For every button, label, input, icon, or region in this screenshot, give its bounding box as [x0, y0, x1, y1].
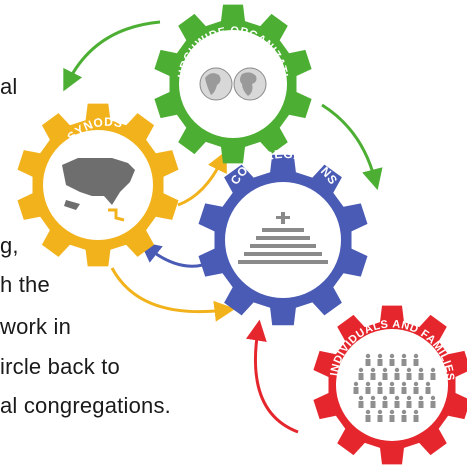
- person-icon: [377, 409, 383, 415]
- person-icon: [358, 373, 364, 380]
- person-icon: [370, 401, 376, 408]
- person-icon: [365, 387, 371, 394]
- person-icon: [401, 381, 407, 387]
- person-icon: [418, 401, 424, 408]
- person-icon: [382, 401, 388, 408]
- person-icon: [430, 401, 436, 408]
- person-icon: [401, 387, 407, 394]
- person-icon: [377, 387, 383, 394]
- person-icon: [389, 353, 395, 359]
- person-icon: [353, 381, 359, 387]
- person-icon: [389, 381, 395, 387]
- person-icon: [413, 353, 419, 359]
- person-icon: [365, 381, 371, 387]
- person-icon: [406, 395, 412, 401]
- us-map-icon: [62, 158, 135, 222]
- person-icon: [418, 373, 424, 380]
- person-icon: [382, 367, 388, 373]
- people-crowd-icon: [353, 353, 436, 422]
- person-icon: [425, 387, 431, 394]
- person-icon: [394, 373, 400, 380]
- arrow-churchwide-to-congregations: [321, 103, 383, 191]
- body-text-line-1: al: [0, 74, 18, 99]
- person-icon: [370, 395, 376, 401]
- person-icon: [377, 415, 383, 422]
- body-text-line-6: al congregations.: [0, 393, 171, 418]
- person-icon: [389, 415, 395, 422]
- person-icon: [365, 409, 371, 415]
- gear-synods: SYNODS: [17, 103, 179, 267]
- person-icon: [382, 373, 388, 380]
- person-icon: [401, 353, 407, 359]
- cycle-arrows: [63, 20, 383, 434]
- person-icon: [430, 367, 436, 373]
- person-icon: [389, 409, 395, 415]
- person-icon: [365, 353, 371, 359]
- person-icon: [365, 359, 371, 366]
- person-icon: [413, 415, 419, 422]
- arrow-synods-to-congregations-upper: [177, 150, 227, 207]
- person-icon: [394, 395, 400, 401]
- arrow-synods-to-congregations-lower: [110, 267, 236, 322]
- person-icon: [413, 387, 419, 394]
- person-icon: [377, 359, 383, 366]
- person-icon: [413, 409, 419, 415]
- person-icon: [406, 373, 412, 380]
- person-icon: [394, 401, 400, 408]
- person-icon: [370, 373, 376, 380]
- gear-individuals-and-families: INDIVIDUALS AND FAMILIES: [313, 305, 467, 465]
- gear-churchwide-organization: CHURCHWIDE ORGANIZATION: [0, 0, 312, 164]
- person-icon: [358, 395, 364, 401]
- person-icon: [358, 401, 364, 408]
- person-icon: [406, 401, 412, 408]
- body-text-line-2: g,: [0, 233, 19, 258]
- person-icon: [353, 387, 359, 394]
- person-icon: [401, 359, 407, 366]
- person-icon: [413, 359, 419, 366]
- person-icon: [401, 415, 407, 422]
- world-map-icon: [199, 67, 267, 101]
- arrow-churchwide-to-synods: [63, 20, 161, 92]
- person-icon: [401, 409, 407, 415]
- person-icon: [382, 395, 388, 401]
- person-icon: [406, 367, 412, 373]
- person-icon: [358, 367, 364, 373]
- person-icon: [394, 367, 400, 373]
- person-icon: [389, 387, 395, 394]
- body-text-line-4: work in: [0, 314, 72, 339]
- person-icon: [425, 381, 431, 387]
- person-icon: [389, 359, 395, 366]
- body-text-line-3: h the: [0, 272, 50, 297]
- person-icon: [370, 367, 376, 373]
- person-icon: [418, 367, 424, 373]
- person-icon: [418, 395, 424, 401]
- person-icon: [430, 395, 436, 401]
- arrow-individuals-to-congregations: [245, 319, 299, 434]
- gear-congregations: CONGREGATIONS: [198, 147, 368, 326]
- church-steps-icon: [238, 212, 328, 264]
- person-icon: [365, 415, 371, 422]
- person-icon: [377, 381, 383, 387]
- person-icon: [377, 353, 383, 359]
- person-icon: [430, 373, 436, 380]
- person-icon: [413, 381, 419, 387]
- body-text-line-5: ircle back to: [0, 354, 120, 379]
